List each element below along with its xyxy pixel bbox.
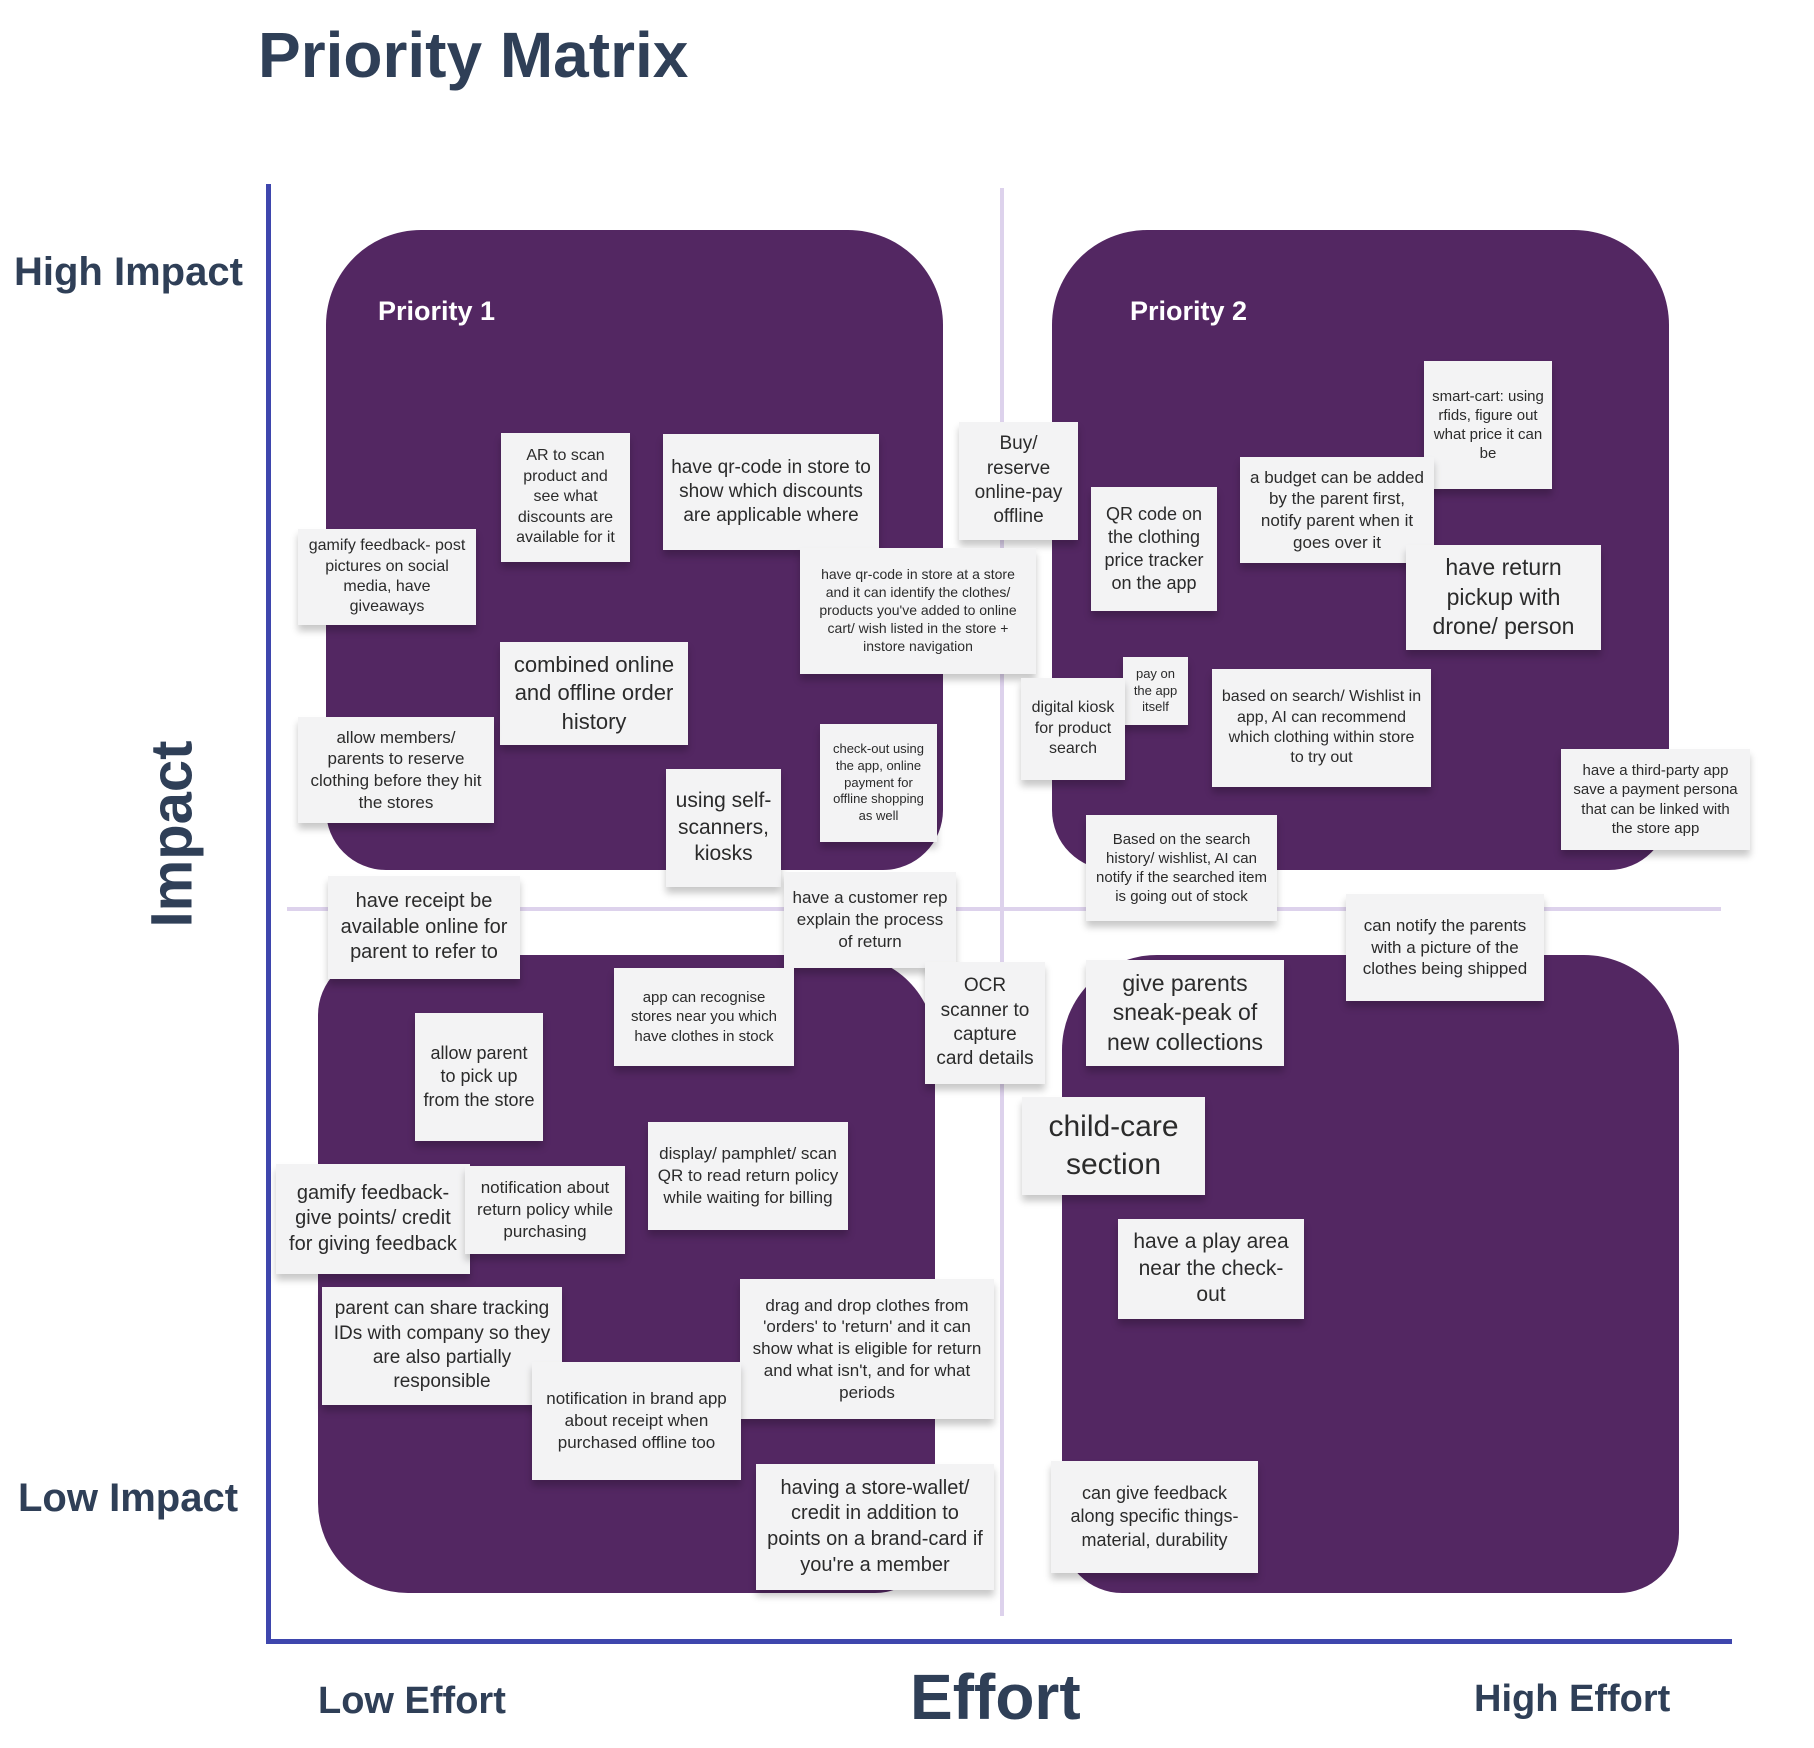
sticky-note[interactable]: drag and drop clothes from 'orders' to '… [740, 1279, 994, 1419]
priority-2-label: Priority 2 [1130, 296, 1248, 326]
sticky-note[interactable]: have qr-code in store at a store and it … [800, 548, 1036, 674]
sticky-note[interactable]: have a play area near the check-out [1118, 1219, 1304, 1319]
sticky-note[interactable]: based on search/ Wishlist in app, AI can… [1212, 669, 1431, 787]
sticky-note[interactable]: digital kiosk for product search [1021, 678, 1125, 780]
low-effort-label: Low Effort [318, 1680, 506, 1722]
impact-axis-title: Impact [139, 740, 205, 928]
effort-axis-title: Effort [910, 1661, 1081, 1733]
sticky-note[interactable]: OCR scanner to capture card details [925, 962, 1045, 1084]
high-effort-label: High Effort [1474, 1678, 1671, 1720]
sticky-note[interactable]: app can recognise stores near you which … [614, 968, 794, 1066]
sticky-note[interactable]: gamify feedback- post pictures on social… [298, 529, 476, 625]
sticky-note[interactable]: using self-scanners, kiosks [666, 769, 781, 887]
sticky-note[interactable]: have a customer rep explain the process … [784, 872, 956, 968]
sticky-note[interactable]: allow members/ parents to reserve clothi… [298, 717, 494, 823]
high-impact-label: High Impact [14, 250, 243, 294]
sticky-note[interactable]: check-out using the app, online payment … [820, 724, 937, 842]
page-title: Priority Matrix [258, 19, 689, 91]
impact-axis-line [266, 184, 271, 1644]
sticky-note[interactable]: Based on the search history/ wishlist, A… [1086, 815, 1277, 921]
sticky-note[interactable]: AR to scan product and see what discount… [501, 433, 630, 562]
effort-axis-line [266, 1639, 1732, 1644]
sticky-note[interactable]: child-care section [1022, 1097, 1205, 1195]
sticky-note[interactable]: have receipt be available online for par… [328, 876, 520, 979]
priority-1-label: Priority 1 [378, 296, 496, 326]
sticky-note[interactable]: can give feedback along specific things-… [1051, 1461, 1258, 1573]
sticky-note[interactable]: have return pickup with drone/ person [1406, 545, 1601, 650]
vertical-divider [1000, 188, 1004, 1616]
sticky-note[interactable]: allow parent to pick up from the store [415, 1013, 543, 1141]
horizontal-divider [287, 907, 1721, 911]
sticky-note[interactable]: display/ pamphlet/ scan QR to read retur… [648, 1122, 848, 1230]
sticky-note[interactable]: notification about return policy while p… [465, 1166, 625, 1254]
sticky-note[interactable]: have qr-code in store to show which disc… [663, 434, 879, 550]
sticky-note[interactable]: parent can share tracking IDs with compa… [322, 1287, 562, 1405]
sticky-note[interactable]: pay on the app itself [1123, 657, 1188, 725]
sticky-note[interactable]: can notify the parents with a picture of… [1346, 894, 1544, 1001]
sticky-note[interactable]: gamify feedback- give points/ credit for… [276, 1164, 470, 1274]
sticky-note[interactable]: notification in brand app about receipt … [532, 1362, 741, 1480]
sticky-note[interactable]: give parents sneak-peak of new collectio… [1086, 960, 1284, 1066]
sticky-note[interactable]: smart-cart: using rfids, figure out what… [1424, 361, 1552, 489]
sticky-note[interactable]: have a third-party app save a payment pe… [1561, 749, 1750, 850]
sticky-note[interactable]: Buy/ reserve online-pay offline [959, 422, 1078, 540]
sticky-note[interactable]: having a store-wallet/ credit in additio… [756, 1464, 994, 1590]
sticky-note[interactable]: a budget can be added by the parent firs… [1240, 457, 1434, 563]
sticky-note[interactable]: QR code on the clothing price tracker on… [1091, 487, 1217, 611]
sticky-note[interactable]: combined online and offline order histor… [500, 642, 688, 745]
low-impact-label: Low Impact [18, 1476, 239, 1520]
